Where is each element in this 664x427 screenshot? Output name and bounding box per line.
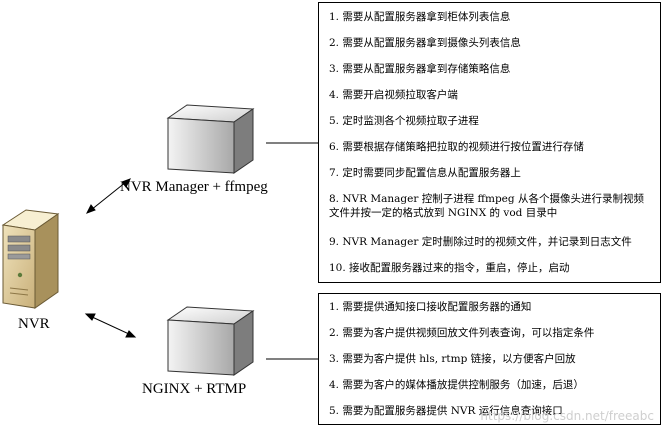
nginx-task-4: 4. 需要为客户的媒体播放提供控制服务（加速，后退） [329, 379, 584, 391]
nvr-manager-arrow [85, 178, 132, 214]
manager-task-1: 1. 需要从配置服务器拿到柜体列表信息 [329, 11, 511, 23]
manager-task-3: 3. 需要从配置服务器拿到存储策略信息 [329, 63, 511, 75]
nginx-server-icon [166, 306, 255, 376]
manager-task-6: 6. 需要根据存储策略把拉取的视频进行按位置进行存储 [329, 141, 584, 153]
manager-task-8: 8. NVR Manager 控制子进程 ffmpeg 从各个摄像头进行录制视频… [329, 193, 644, 219]
manager-task-9: 9. NVR Manager 定时删除过时的视频文件，并记录到日志文件 [329, 236, 632, 248]
nginx-label: NGINX + RTMP [142, 381, 247, 397]
nginx-task-5: 5. 需要为配置服务器提供 NVR 运行信息查询接口 [329, 405, 563, 417]
manager-task-10: 10. 接收配置服务器过来的指令，重启，停止，启动 [329, 262, 570, 274]
nvr-manager-label: NVR Manager + ffmpeg [120, 179, 268, 195]
nvr-manager-server-icon [166, 104, 255, 174]
manager-task-7: 7. 定时需要同步配置信息从配置服务器上 [329, 167, 521, 179]
watermark: https://blog.csdn.net/freeabc [480, 409, 654, 423]
manager-task-4: 4. 需要开启视频拉取客户端 [329, 89, 458, 101]
manager-task-2: 2. 需要从配置服务器拿到摄像头列表信息 [329, 37, 521, 49]
manager-task-box: 1. 需要从配置服务器拿到柜体列表信息 2. 需要从配置服务器拿到摄像头列表信息… [318, 2, 661, 283]
manager-task-5: 5. 定时监测各个视频拉取子进程 [329, 115, 479, 127]
nvr-nginx-arrow [84, 313, 137, 338]
nginx-task-3: 3. 需要为客户提供 hls, rtmp 链接，以方便客户回放 [329, 353, 576, 365]
nginx-task-1: 1. 需要提供通知接口接收配置服务器的通知 [329, 301, 532, 313]
nvr-label: NVR [18, 316, 50, 332]
nginx-task-box: 1. 需要提供通知接口接收配置服务器的通知 2. 需要为客户提供视频回放文件列表… [318, 293, 661, 425]
nvr-server-icon [1, 209, 60, 309]
nginx-task-2: 2. 需要为客户提供视频回放文件列表查询，可以指定条件 [329, 327, 595, 339]
